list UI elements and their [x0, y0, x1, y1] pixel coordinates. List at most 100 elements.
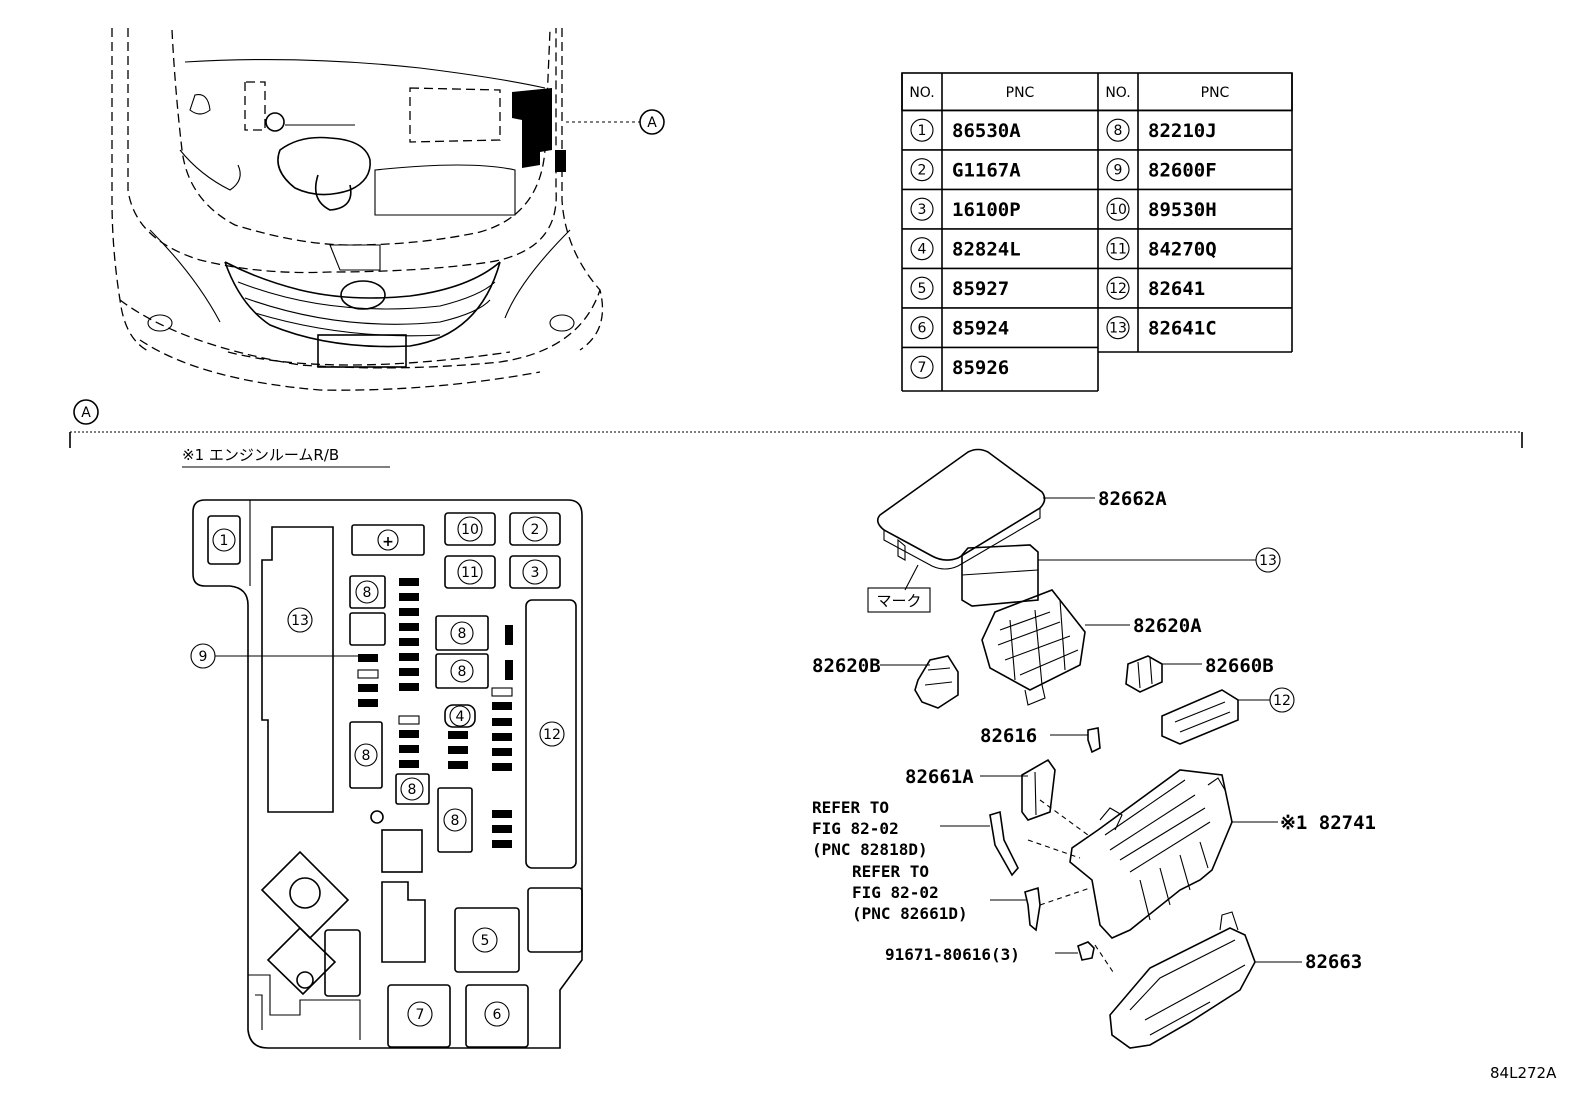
svg-text:5: 5 — [481, 933, 490, 949]
table-row-no: 2 — [918, 163, 927, 179]
svg-text:8: 8 — [363, 585, 372, 601]
callout-8b: 8 — [450, 621, 474, 645]
table-row-no: 10 — [1109, 202, 1127, 218]
table-row-pnc: 85924 — [952, 318, 1009, 340]
part-82620B: 82620B — [812, 655, 881, 677]
svg-text:6: 6 — [493, 1007, 502, 1023]
part-82663: 82663 — [1305, 951, 1362, 973]
table-header-no-1: NO. — [909, 85, 934, 101]
part-12: 12 — [1273, 693, 1291, 709]
table-row-pnc: 85926 — [952, 357, 1009, 379]
refer-1-line-1: REFER TO — [812, 798, 889, 817]
callout-5: 5 — [472, 927, 498, 953]
exploded-parts: 82662A マーク 13 82620A 82620B 82660B 12 — [812, 448, 1376, 1049]
svg-text:7: 7 — [416, 1007, 425, 1023]
svg-text:8: 8 — [458, 664, 467, 680]
table-row-no: 3 — [918, 202, 927, 218]
svg-text:8: 8 — [458, 626, 467, 642]
table-row: 4 82824L — [910, 237, 1021, 261]
table-row-no: 6 — [918, 321, 927, 337]
table-row-no: 11 — [1109, 242, 1127, 258]
part-82661A: 82661A — [905, 766, 974, 788]
svg-text:4: 4 — [456, 709, 465, 725]
svg-text:12: 12 — [543, 727, 561, 743]
callout-6: 6 — [484, 1001, 510, 1027]
callout-8d: 8 — [354, 743, 378, 767]
table-row-no: 8 — [1114, 123, 1123, 139]
part-82662A: 82662A — [1098, 488, 1167, 510]
table-row-no: 4 — [918, 242, 927, 258]
callout-7: 7 — [407, 1001, 433, 1027]
section-divider: A ※1 エンジンルームR/B — [69, 399, 1523, 468]
refer-2-line-2: FIG 82-02 — [852, 883, 939, 902]
part-82620A: 82620A — [1133, 615, 1202, 637]
svg-text:9: 9 — [199, 649, 208, 665]
table-row: 2 G1167A — [910, 158, 1021, 182]
table-row-pnc: 82824L — [952, 239, 1021, 261]
svg-text:8: 8 — [362, 748, 371, 764]
table-row-no: 13 — [1109, 321, 1127, 337]
callout-8c: 8 — [450, 659, 474, 683]
table-header-no-2: NO. — [1105, 85, 1130, 101]
table-row-pnc: G1167A — [952, 160, 1021, 182]
relay-block-layout: 1 + 10 2 11 3 13 8 8 8 8 8 8 4 12 5 — [190, 499, 583, 1049]
part-82616: 82616 — [980, 725, 1037, 747]
table-row: 12 82641 — [1106, 276, 1205, 300]
callout-3: 3 — [522, 559, 548, 585]
table-row: 6 85924 — [910, 316, 1009, 340]
callout-4: 4 — [449, 705, 471, 727]
table-header-pnc-1: PNC — [1006, 85, 1035, 101]
table-row-pnc: 16100P — [952, 199, 1021, 221]
table-row: 3 16100P — [910, 197, 1021, 221]
table-row: 1 86530A — [910, 118, 1021, 142]
svg-text:3: 3 — [531, 565, 540, 581]
table-row-pnc: 82641 — [1148, 278, 1205, 300]
callout-2: 2 — [522, 516, 548, 542]
part-82741: ※1 82741 — [1280, 812, 1376, 834]
svg-text:11: 11 — [461, 565, 479, 581]
svg-text:10: 10 — [461, 522, 479, 538]
table-row-no: 12 — [1109, 281, 1127, 297]
table-row: 13 82641C — [1106, 316, 1217, 340]
svg-text:8: 8 — [451, 813, 460, 829]
svg-text:1: 1 — [220, 533, 229, 549]
table-row: 10 89530H — [1106, 197, 1217, 221]
svg-text:+: + — [382, 534, 394, 550]
part-13: 13 — [1259, 553, 1277, 569]
table-row-pnc: 85927 — [952, 278, 1009, 300]
refer-2-line-3: (PNC 82661D) — [852, 904, 968, 923]
refer-1-line-3: (PNC 82818D) — [812, 840, 928, 859]
callout-9: 9 — [190, 643, 216, 669]
table-row-no: 1 — [918, 123, 927, 139]
refer-2-line-1: REFER TO — [852, 862, 929, 881]
view-marker-top: A — [647, 115, 657, 131]
callout-plus: + — [377, 529, 399, 551]
refer-1-line-2: FIG 82-02 — [812, 819, 899, 838]
callout-13: 13 — [287, 607, 313, 633]
svg-text:13: 13 — [291, 613, 309, 629]
view-marker-section: A — [81, 405, 91, 421]
callout-8e: 8 — [400, 777, 424, 801]
svg-text:8: 8 — [408, 782, 417, 798]
callout-10: 10 — [457, 516, 483, 542]
diagram-code: 84L272A — [1490, 1064, 1557, 1082]
callout-11: 11 — [457, 559, 483, 585]
part-mark: マーク — [876, 592, 921, 610]
table-row-pnc: 82641C — [1148, 318, 1217, 340]
table-row-pnc: 82600F — [1148, 160, 1217, 182]
part-91671-80616: 91671-80616(3) — [885, 945, 1020, 964]
table-row-pnc: 86530A — [952, 120, 1021, 142]
section-title: ※1 エンジンルームR/B — [182, 446, 339, 464]
table-row-pnc: 89530H — [1148, 199, 1217, 221]
callout-12: 12 — [539, 721, 565, 747]
part-82660B: 82660B — [1205, 655, 1274, 677]
table-row: 7 85926 — [910, 355, 1009, 379]
table-row-no: 7 — [918, 360, 927, 376]
svg-text:2: 2 — [531, 522, 540, 538]
